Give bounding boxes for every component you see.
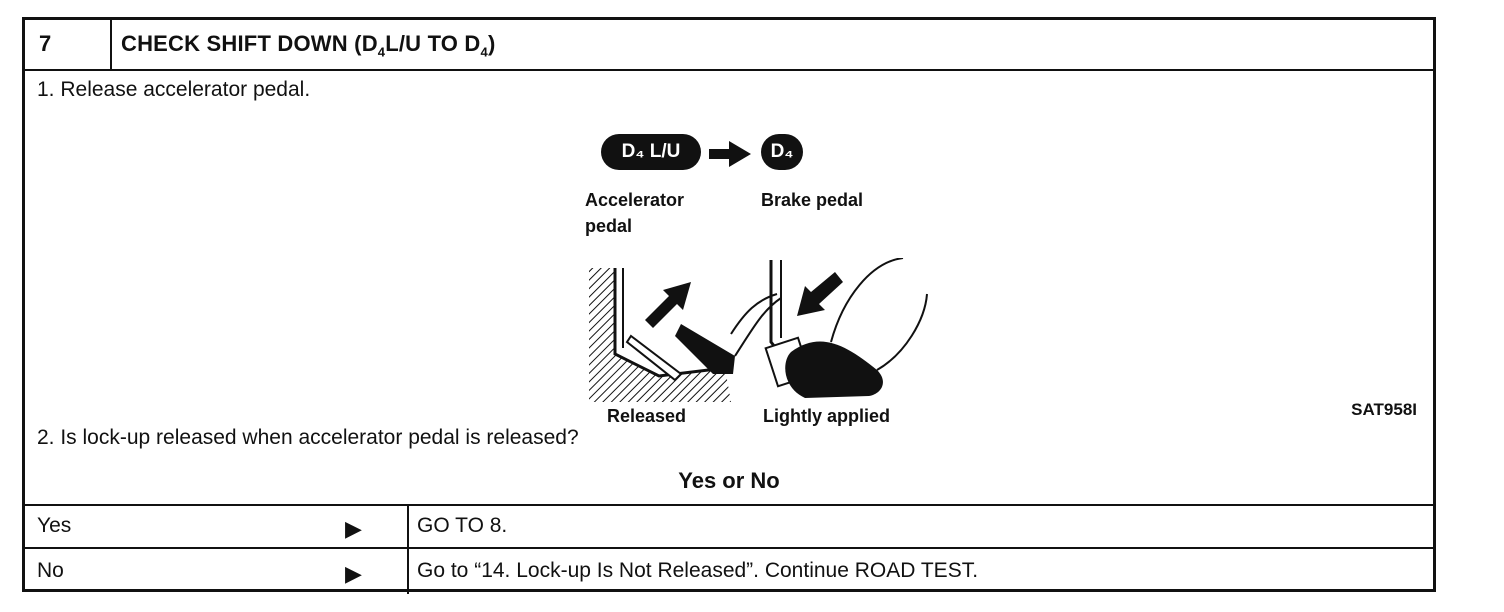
- pedal-figure: D₄ L/U D₄ Accelerator pedal Brake pedal: [565, 130, 965, 430]
- title-subscript-1: 4: [377, 44, 386, 60]
- play-arrow-icon: ▶: [345, 516, 362, 541]
- step-number: 7: [39, 31, 52, 56]
- accelerator-caption: Accelerator: [585, 190, 685, 210]
- answer-divider: [407, 506, 409, 547]
- shift-arrow-icon: [709, 141, 751, 167]
- answer-action: GO TO 8.: [417, 514, 508, 537]
- instruction-step-2: 2. Is lock-up released when accelerator …: [37, 426, 579, 449]
- instruction-step-1: 1. Release accelerator pedal.: [37, 78, 311, 101]
- step-title: CHECK SHIFT DOWN (D4L/U TO D4): [121, 31, 496, 59]
- answer-row-yes: Yes ▶ GO TO 8.: [25, 504, 1433, 547]
- header-divider: [110, 20, 112, 69]
- answer-label: Yes: [37, 514, 72, 537]
- title-part-3: ): [487, 31, 496, 56]
- lightly-applied-caption: Lightly applied: [763, 406, 891, 426]
- title-part-2: L/U TO D: [385, 31, 481, 56]
- pedal-illustration: [589, 258, 928, 402]
- to-gear-badge: D₄: [761, 134, 803, 170]
- header-row: 7 CHECK SHIFT DOWN (D4L/U TO D4): [25, 20, 1433, 71]
- procedure-table: 7 CHECK SHIFT DOWN (D4L/U TO D4) 1. Rele…: [22, 17, 1436, 594]
- floor-hatch: [589, 268, 731, 402]
- title-part-1: CHECK SHIFT DOWN (D: [121, 31, 378, 56]
- from-gear-badge: D₄ L/U: [601, 134, 701, 170]
- accelerator-caption-2: pedal: [585, 216, 633, 236]
- brake-caption: Brake pedal: [761, 190, 864, 210]
- title-subscript-2: 4: [480, 44, 488, 60]
- play-arrow-icon: ▶: [345, 561, 362, 586]
- yes-or-no-heading: Yes or No: [678, 468, 780, 493]
- answer-label: No: [37, 559, 64, 582]
- figure-code: SAT958I: [1351, 400, 1417, 419]
- released-caption: Released: [607, 406, 687, 426]
- answer-row-no: No ▶ Go to “14. Lock-up Is Not Released”…: [25, 547, 1433, 594]
- answer-action: Go to “14. Lock-up Is Not Released”. Con…: [417, 559, 979, 582]
- answer-divider: [407, 549, 409, 594]
